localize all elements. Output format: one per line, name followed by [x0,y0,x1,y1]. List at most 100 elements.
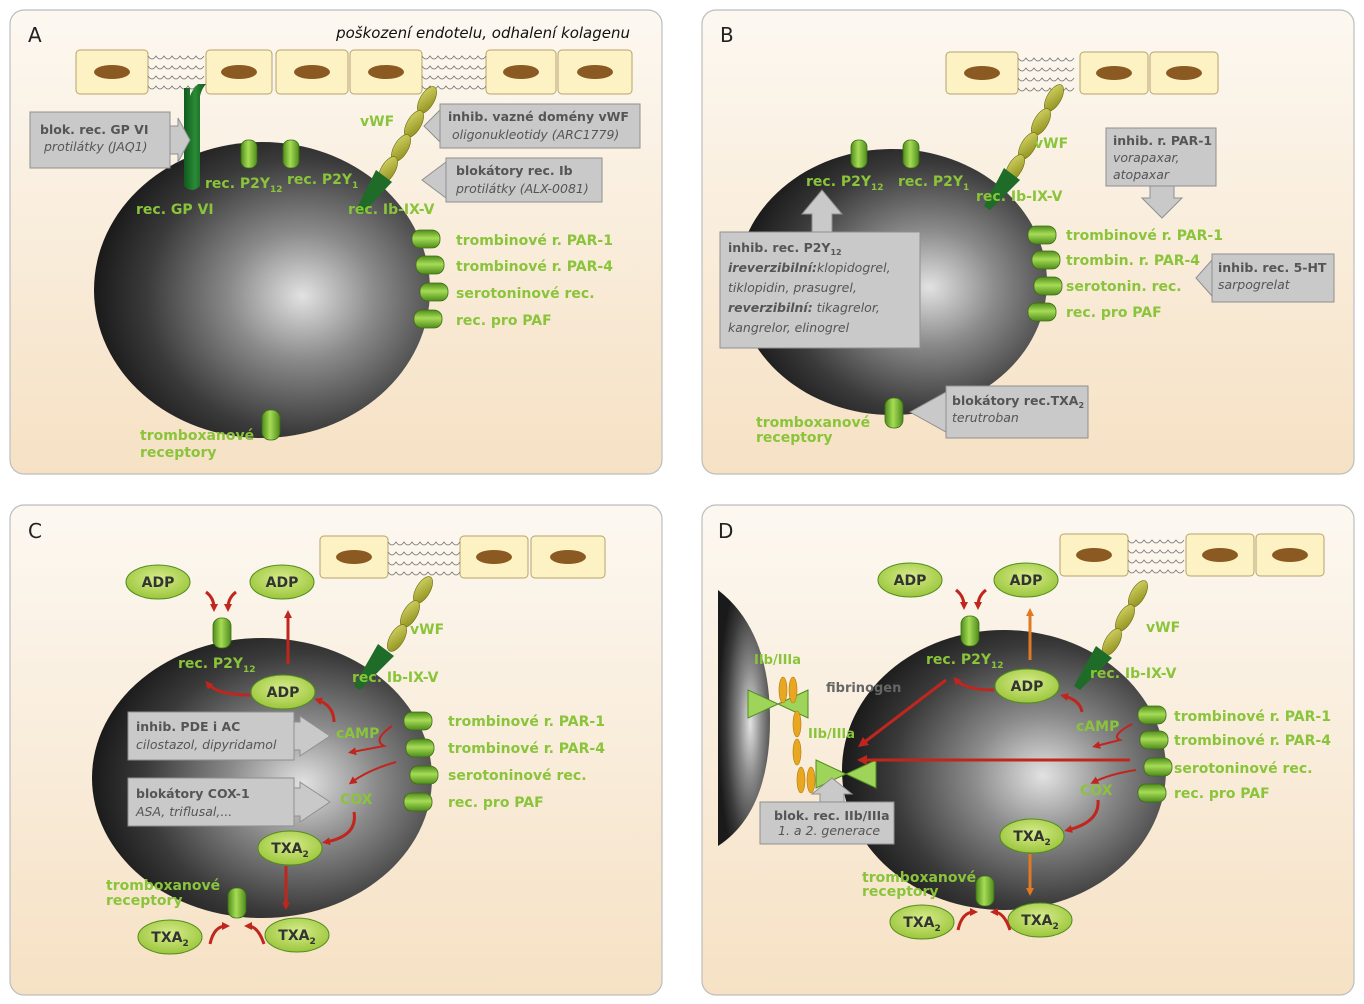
paf-receptor [413,309,443,329]
paf-receptor [1137,783,1167,803]
label-p2y1: rec. P2Y1 [898,174,969,193]
pointer-arrow [169,117,191,163]
panel-c-letter: C [28,519,42,543]
collagen-fibers [147,55,205,90]
arrow [858,678,947,748]
box-cox-line2: ASA, triflusal,... [135,804,232,819]
par4-receptor [415,255,445,275]
platelet-d [842,630,1166,910]
arrow [956,908,978,931]
panel-a-letter: A [28,23,42,47]
box-par1-line2: vorapaxar, [1113,150,1179,165]
cell-nucleus [368,65,404,79]
p2y12-receptor [850,139,868,169]
txa2-label: TXA2 [271,841,308,860]
label-vwf: vWF [1146,620,1180,636]
box-5ht-inhib: inhib. rec. 5-HT sarpogrelat [1195,253,1335,303]
box-5ht-line1: inhib. rec. 5-HT [1218,260,1327,275]
adp-label: ADP [142,575,175,591]
cell-nucleus [1076,548,1112,562]
arrow [205,590,218,612]
cell-nucleus [94,65,130,79]
cell-nucleus [1272,548,1308,562]
label-paf: rec. pro PAF [448,795,544,811]
arrow [1064,799,1100,833]
box-ib-block: blokátory rec. Ib protilátky (ALX-0081) [421,157,603,203]
arrow [955,588,968,610]
label-thromboxane-2: receptory [756,430,833,446]
fibrinogen-segment [796,766,806,794]
adp-label: ADP [1011,679,1044,695]
label-thromboxane-1: tromboxanové [106,878,220,894]
arrow [1092,723,1133,749]
adp-oval-right: ADP [249,564,315,600]
serotonin-receptor [409,765,439,785]
label-thromboxane-2: receptory [106,893,183,909]
box-cox-block: blokátory COX-1 ASA, triflusal,... [127,777,331,827]
par4-receptor [405,738,435,758]
box-p2y12-line3: tiklopidin, prasugrel, [728,280,857,295]
par1-receptor [1137,705,1167,725]
paf-receptor [1027,302,1057,322]
panel-d: D [701,504,1355,996]
box-vwf-inhib: inhib. vazné domény vWF oligonukleotidy … [423,103,641,149]
txa2-label: TXA2 [151,930,188,949]
serotonin-receptor [1033,276,1063,296]
label-paf: rec. pro PAF [456,313,552,329]
vwf-bead [387,624,407,652]
arrow [208,922,230,945]
label-p2y12: rec. P2Y12 [806,174,884,193]
label-p2y12: rec. P2Y12 [926,652,1004,671]
box-p2y12-inhib: inhib. rec. P2Y12 ireverzibilní:klopidog… [719,189,921,349]
arrow [314,697,336,723]
cell-nucleus [550,550,586,564]
cell-nucleus [1096,66,1132,80]
p2y12-receptor [240,139,258,169]
arrow [1090,769,1137,784]
box-gpvi-block: blok. rec. GP VI protilátky (JAQ1) [29,111,191,169]
label-par1: trombinové r. PAR-1 [456,233,613,249]
cell-nucleus [1202,548,1238,562]
vwf-chain-d [1074,580,1148,690]
label-camp: cAMP [336,726,379,742]
panel-a: A poškození endotelu, odhalení kolagenu [9,9,663,475]
cell-nucleus [503,65,539,79]
box-ib-line2: protilátky (ALX-0081) [455,181,589,196]
thromboxane-receptor [261,409,281,441]
adp-oval-left: ADP [125,564,191,600]
par4-receptor [1031,250,1061,270]
txa2-oval-inner: TXA2 [999,818,1065,854]
endothelium-d [1059,533,1325,577]
endothelium-c [319,535,606,579]
adp-oval-inner: ADP [250,674,316,710]
collagen-fibers [421,55,487,90]
label-serotonin: serotoninové rec. [448,768,587,784]
label-camp: cAMP [1076,719,1119,735]
par1-receptor [1027,225,1057,245]
pointer-arrow [1140,185,1184,219]
box-cox-line1: blokátory COX-1 [136,786,250,801]
arrow [348,725,393,756]
thromboxane-receptor [227,887,247,919]
adjacent-platelet [718,590,770,846]
label-cox: COX [1080,783,1113,799]
box-ib-line1: blokátory rec. Ib [456,163,573,178]
arrow [205,681,251,697]
box-iib-line2: 1. a 2. generace [778,823,880,838]
arrow [322,811,356,846]
pointer-arrow [293,781,331,823]
box-pde-inhib: inhib. PDE i AC cilostazol, dipyridamol [127,711,331,761]
box-gpvi-line1: blok. rec. GP VI [40,122,148,137]
panel-a-title: poškození endotelu, odhalení kolagenu [335,24,630,42]
label-paf: rec. pro PAF [1066,305,1162,321]
txa2-label: TXA2 [903,915,940,934]
cell-nucleus [964,66,1000,80]
label-thromboxane-1: tromboxanové [862,870,976,886]
box-5ht-line2: sarpogrelat [1218,277,1291,292]
label-vwf: vWF [1034,136,1068,152]
label-cox: COX [340,792,373,808]
cell-nucleus [294,65,330,79]
par4-receptor [1139,730,1169,750]
collagen-fibers [387,541,461,576]
box-par1-inhib: inhib. r. PAR-1 vorapaxar, atopaxar [1105,127,1217,219]
